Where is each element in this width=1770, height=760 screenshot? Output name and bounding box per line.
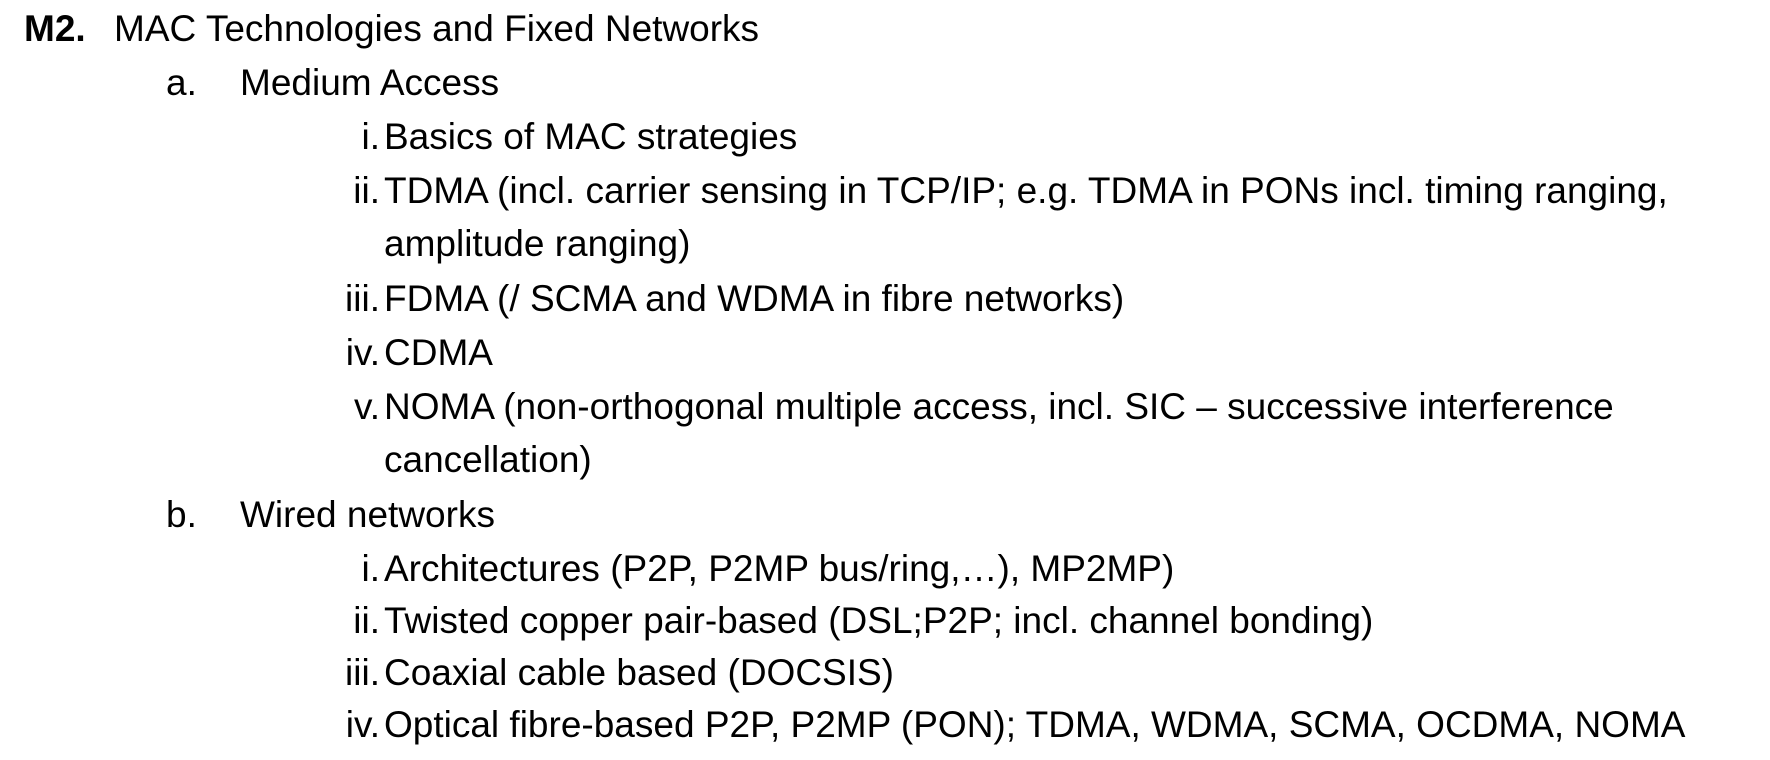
list-item: Architectures (P2P, P2MP bus/ring,…), MP… [384,548,1175,589]
cut-off-next-line [300,748,860,760]
item-number: v. [353,386,380,427]
list-item: FDMA (/ SCMA and WDMA in fibre networks) [384,278,1125,319]
item-number: ii. [353,170,380,211]
item-number: ii. [353,600,380,641]
list-item: TDMA (incl. carrier sensing in TCP/IP; e… [384,170,1668,264]
module-title: MAC Technologies and Fixed Networks [114,8,760,49]
module-code: M2. [24,8,86,49]
section-title-wired-networks: Wired networks [240,494,495,535]
item-number: i. [361,548,381,589]
list-item: Optical fibre-based P2P, P2MP (PON); TDM… [384,704,1686,745]
item-number: iii. [345,652,380,693]
list-item: NOMA (non-orthogonal multiple access, in… [384,386,1614,480]
section-label-b: b. [166,494,197,535]
item-number: iv. [345,704,380,745]
list-item: Twisted copper pair-based (DSL;P2P; incl… [384,600,1374,641]
list-item: CDMA [384,332,493,373]
list-item: Coaxial cable based (DOCSIS) [384,652,894,693]
list-item: Basics of MAC strategies [384,116,798,157]
item-number: iii. [345,278,380,319]
module-heading: M2. MAC Technologies and Fixed Networks [24,2,759,55]
item-number: i. [361,116,381,157]
section-title-medium-access: Medium Access [240,62,500,103]
item-number: iv. [345,332,380,373]
section-label-a: a. [166,62,197,103]
